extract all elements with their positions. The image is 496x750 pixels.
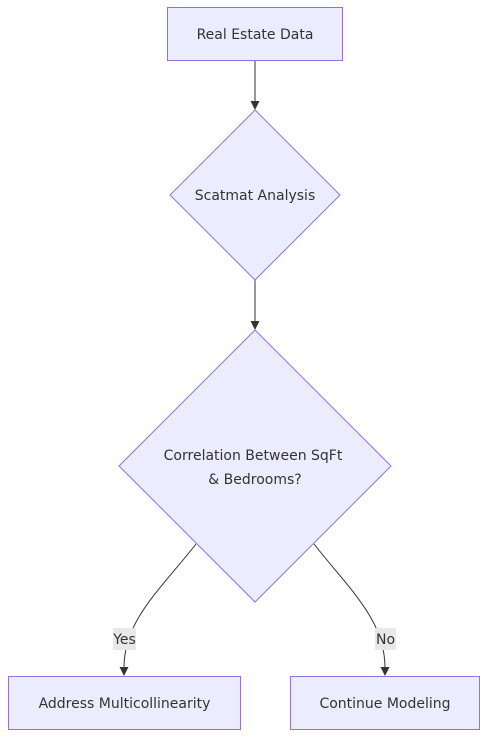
node-address-multicollinearity: Address Multicollinearity — [8, 676, 241, 730]
node-real-estate-data-label: Real Estate Data — [197, 27, 314, 43]
edge-correlation-to-continue — [313, 543, 386, 669]
edge-label-no: No — [375, 628, 396, 650]
node-scatmat-analysis: Scatmat Analysis — [169, 109, 341, 281]
node-continue-modeling-label: Continue Modeling — [319, 696, 450, 712]
arrowhead-correlation-to-address — [119, 667, 129, 676]
arrowhead-correlation-to-continue — [380, 667, 390, 676]
node-address-multicollinearity-box — [8, 676, 241, 730]
edge-label-yes-text: Yes — [112, 632, 136, 648]
node-continue-modeling-box — [290, 676, 480, 730]
node-real-estate-data: Real Estate Data — [167, 7, 343, 61]
node-real-estate-data-box — [167, 7, 343, 61]
node-correlation-decision-label-line1: Correlation Between SqFt — [164, 448, 343, 464]
edges — [119, 61, 390, 676]
edge-label-no-background — [375, 628, 396, 650]
edge-correlation-to-address — [123, 543, 197, 669]
edge-label-yes: Yes — [112, 628, 136, 650]
node-address-multicollinearity-label: Address Multicollinearity — [39, 696, 211, 712]
node-scatmat-analysis-diamond — [169, 109, 341, 281]
node-correlation-decision-diamond — [118, 329, 392, 603]
edge-label-no-text: No — [376, 632, 395, 648]
node-correlation-decision: Correlation Between SqFt & Bedrooms? — [118, 329, 392, 603]
arrowhead-data-to-scatmat — [250, 101, 260, 110]
arrowhead-scatmat-to-correlation — [250, 321, 260, 330]
node-scatmat-analysis-label: Scatmat Analysis — [195, 188, 316, 204]
node-correlation-decision-label-line2: & Bedrooms? — [208, 472, 301, 488]
edge-label-yes-background — [113, 628, 136, 650]
node-continue-modeling: Continue Modeling — [290, 676, 480, 730]
